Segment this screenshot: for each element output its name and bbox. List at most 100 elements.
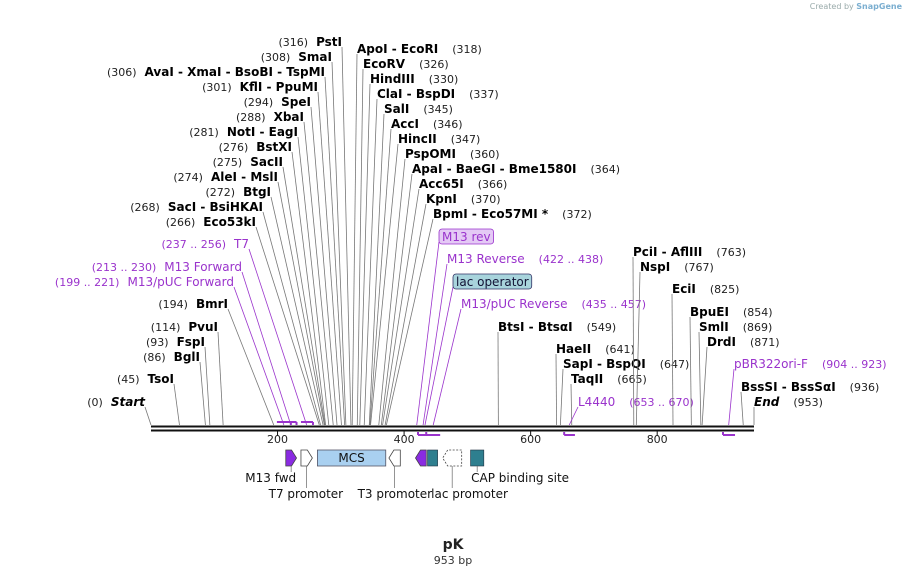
feature-label: CAP binding site	[471, 471, 569, 485]
site-position: (0)	[87, 396, 103, 409]
leader-line	[262, 211, 321, 426]
site-name: BpmI - Eco57MI *	[433, 207, 549, 221]
leader-line	[422, 263, 448, 426]
enzyme-site-23[interactable]: EcoRV(326)	[356, 57, 449, 426]
enzyme-site-25[interactable]: ClaI - BspDI(337)	[363, 87, 499, 426]
primer-label-42[interactable]: L4440(653 .. 670)	[568, 395, 694, 426]
enzyme-site-33[interactable]: BpmI - Eco57MI *(372)	[385, 207, 592, 426]
primer-label-37[interactable]: M13/pUC Reverse(435 .. 457)	[432, 297, 646, 426]
enzyme-site-0[interactable]: PstI(316)	[278, 35, 352, 426]
enzyme-site-10[interactable]: BtgI (272)	[205, 185, 324, 426]
site-name: AccI	[391, 117, 419, 131]
enzyme-site-6[interactable]: NotI - EagI(281)	[189, 125, 330, 426]
site-position: (268)	[130, 201, 160, 214]
enzyme-site-28[interactable]: HincII(347)	[370, 132, 481, 426]
leader-line	[303, 121, 334, 426]
feature-cap-binding-site[interactable]: CAP binding site	[470, 449, 570, 485]
enzyme-site-32[interactable]: KpnI(370)	[384, 192, 501, 426]
enzyme-site-29[interactable]: PspOMI(360)	[378, 147, 500, 426]
leader-line	[728, 368, 735, 426]
feature-mcs[interactable]: MCS	[317, 449, 387, 467]
site-position: (854)	[743, 306, 773, 319]
enzyme-site-48[interactable]: DrdI(871)	[701, 335, 780, 426]
enzyme-site-18[interactable]: FspI(93)	[146, 335, 211, 426]
feature-lac-promoter[interactable]: lac promoter	[431, 449, 508, 501]
enzyme-site-7[interactable]: BstXI(276)	[219, 140, 327, 426]
enzyme-site-40[interactable]: SapI - BspQI(647)	[559, 357, 689, 426]
site-name: BglI	[174, 350, 200, 364]
site-position: (288)	[236, 111, 266, 124]
enzyme-site-27[interactable]: AccI(346)	[369, 117, 463, 426]
leader-line	[432, 308, 462, 426]
enzyme-site-4[interactable]: SpeI(294)	[244, 95, 338, 426]
site-name: AvaI - XmaI - BsoBI - TspMI	[145, 65, 325, 79]
site-position: (665)	[617, 373, 647, 386]
enzyme-site-21[interactable]: Start(0)	[87, 395, 152, 426]
enzyme-site-16[interactable]: BmrI(194)	[158, 297, 275, 426]
enzyme-site-24[interactable]: HindIII(330)	[359, 72, 458, 426]
enzyme-site-1[interactable]: SmaI(308)	[261, 50, 347, 426]
site-position: (86)	[143, 351, 166, 364]
enzyme-site-30[interactable]: ApaI - BaeGI - Bme1580I(364)	[380, 162, 620, 426]
enzyme-site-51[interactable]: End(953)	[753, 395, 823, 425]
leader-line	[424, 286, 454, 426]
feature-tag-text: M13 rev	[442, 230, 491, 244]
enzyme-site-45[interactable]: EciI(825)	[671, 282, 739, 426]
site-name: SapI - BspQI	[563, 357, 646, 371]
feature-lac-operator[interactable]	[427, 449, 438, 467]
enzyme-site-26[interactable]: SalI(345)	[368, 102, 453, 426]
leader-line	[270, 196, 324, 426]
enzyme-site-43[interactable]: PciI - AflIII(763)	[632, 245, 746, 426]
primer-label-36[interactable]: lac operator	[424, 273, 533, 426]
enzyme-site-9[interactable]: AleI - MslI(274)	[173, 170, 325, 426]
site-name: ClaI - BspDI	[377, 87, 455, 101]
leader-line	[671, 293, 674, 426]
site-name: KpnI	[426, 192, 457, 206]
primer-label-34[interactable]: M13 rev	[416, 228, 494, 426]
site-name: HindIII	[370, 72, 415, 86]
enzyme-site-8[interactable]: SacII(275)	[213, 155, 326, 426]
feature-m13-rev[interactable]	[415, 449, 427, 467]
site-position: (306)	[107, 66, 137, 79]
feature-t3-promoter[interactable]: T3 promoter	[357, 449, 433, 501]
site-name: EciI	[672, 282, 696, 296]
enzyme-site-3[interactable]: KflI - PpuMI(301)	[202, 80, 342, 426]
feature-t7-promoter[interactable]: T7 promoter	[268, 449, 344, 501]
enzyme-site-11[interactable]: SacI - BsiHKAI(268)	[130, 200, 321, 426]
primer-label-35[interactable]: M13 Reverse(422 .. 438)	[422, 252, 603, 426]
site-name: NspI	[640, 260, 670, 274]
enzyme-site-41[interactable]: TaqII(665)	[570, 372, 647, 426]
site-name: BtgI	[243, 185, 271, 199]
enzyme-site-38[interactable]: BtsI - BtsαI(549)	[497, 320, 616, 426]
site-name: BmrI	[196, 297, 228, 311]
feature-label: T3 promoter	[357, 487, 433, 501]
primer-label-14[interactable]: M13 Forward(213 .. 230)	[92, 260, 292, 426]
feature-m13-fwd[interactable]: M13 fwd	[245, 449, 298, 485]
leader-line	[241, 271, 292, 426]
enzyme-site-31[interactable]: Acc65I(366)	[382, 177, 508, 426]
primer-label-49[interactable]: pBR322ori-F(904 .. 923)	[728, 357, 887, 426]
enzyme-site-5[interactable]: XbaI(288)	[236, 110, 334, 426]
enzyme-site-39[interactable]: HaeII(641)	[555, 342, 635, 426]
leader-line	[204, 346, 211, 426]
enzyme-site-44[interactable]: NspI(767)	[635, 260, 714, 426]
site-name: BpuEI	[690, 305, 729, 319]
enzyme-site-19[interactable]: BglI (86)	[143, 350, 206, 426]
leader-line	[701, 346, 708, 426]
site-position: (114)	[151, 321, 181, 334]
enzyme-site-12[interactable]: Eco53kI(266)	[166, 215, 320, 426]
primer-label-13[interactable]: T7(237 .. 256)	[161, 237, 308, 426]
enzyme-site-17[interactable]: PvuI(114)	[151, 320, 224, 426]
enzyme-site-50[interactable]: BssSI - BssSαI(936)	[740, 380, 879, 426]
enzyme-site-2[interactable]: AvaI - XmaI - BsoBI - TspMI (306)	[107, 65, 346, 426]
enzyme-site-22[interactable]: ApoI - EcoRI(318)	[351, 42, 482, 426]
site-name: TsoI	[148, 372, 174, 386]
primer-label-15[interactable]: M13/pUC Forward(199 .. 221)	[55, 275, 285, 426]
enzyme-site-46[interactable]: BpuEI (854)	[689, 305, 773, 426]
leader-line	[384, 203, 427, 426]
site-position: (364)	[590, 163, 620, 176]
site-position: (272)	[205, 186, 235, 199]
enzyme-site-20[interactable]: TsoI(45)	[117, 372, 180, 426]
enzyme-site-47[interactable]: SmlI(869)	[698, 320, 772, 426]
feature-label: T7 promoter	[268, 487, 344, 501]
